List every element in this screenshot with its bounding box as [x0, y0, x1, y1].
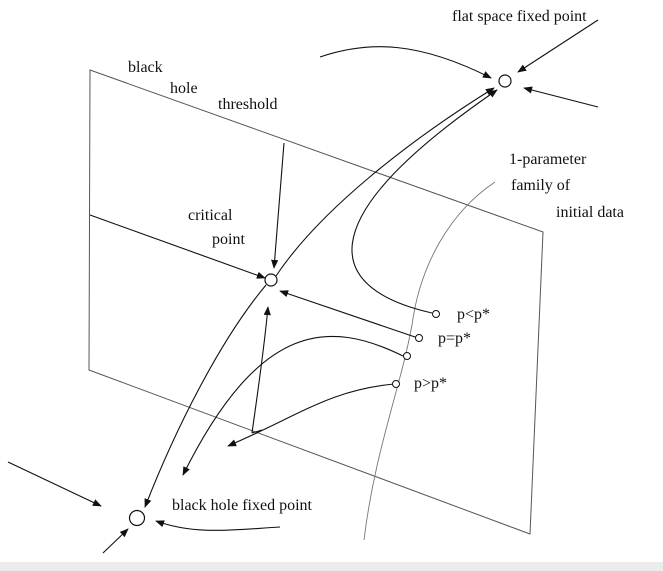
black-hole-fixed-point-label: black hole fixed point [172, 497, 312, 514]
critical-point-marker [264, 273, 278, 287]
p-equal-trajectory-arrow [279, 290, 419, 339]
p-equal-lower-data-point [403, 352, 411, 360]
unstable-to-blackhole-arrow [144, 284, 267, 508]
rising-connector [251, 429, 263, 434]
p-less-data-point [432, 310, 440, 318]
p-less-label: p<p* [457, 306, 491, 323]
flat-in-arrow-right [523, 86, 599, 108]
rising-arrow [251, 306, 271, 434]
p-greater-data-point [392, 380, 400, 388]
p-less-trajectory-arrow [351, 89, 498, 314]
initial-data-family-curve [363, 181, 496, 541]
blackhole-in-arrow-right [155, 520, 281, 531]
p-equal-label: p=p* [438, 330, 472, 347]
point-label: point [212, 231, 245, 248]
p-greater-label: p>p* [414, 375, 448, 392]
bottom-edge-bar [0, 562, 663, 571]
p-greater-trajectory-arrow [227, 383, 395, 447]
black-hole-fixed-point-marker [128, 509, 146, 527]
flat-space-fixed-point-label: flat space fixed point [452, 8, 587, 25]
black-label: black [128, 59, 163, 76]
threshold-label: threshold [218, 96, 278, 113]
stable-line-left-arrow [89, 214, 266, 279]
family-of-label: family of [511, 177, 571, 194]
flat-in-arrow-top [517, 19, 599, 73]
hole-label: hole [170, 80, 198, 97]
initial-data-label: initial data [556, 204, 624, 221]
threshold-plane [88, 69, 544, 535]
threshold-arrow [271, 142, 285, 269]
critical-label: critical [188, 207, 233, 224]
unstable-to-flat-arrow [275, 87, 495, 277]
blackhole-in-arrow-bottom [102, 528, 129, 554]
flat-space-fixed-point-marker [498, 74, 512, 88]
blackhole-in-arrow-left [7, 461, 102, 507]
p-equal-lower-curve-arrow [182, 335, 404, 476]
one-parameter-label: 1-parameter [509, 151, 587, 168]
p-equal-data-point [415, 334, 423, 342]
flat-in-arrow-left [319, 46, 492, 79]
